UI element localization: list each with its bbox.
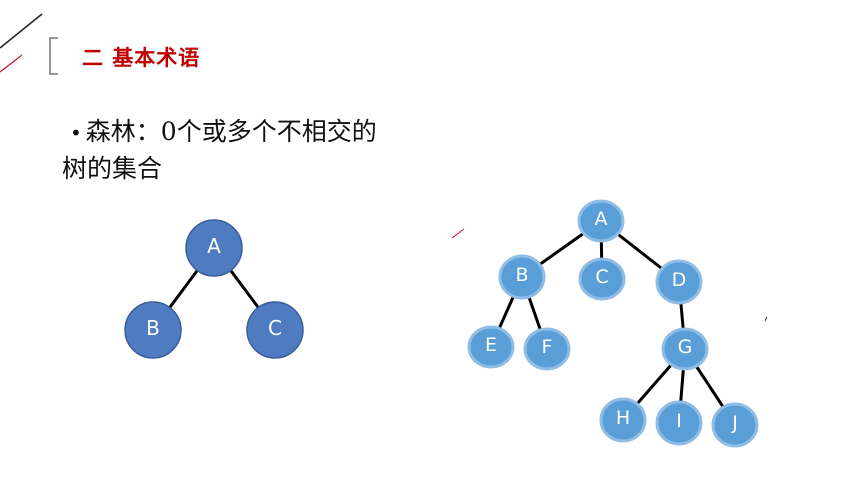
tree1-node-b: B	[124, 301, 182, 359]
tree2-node-j-label: J	[731, 412, 738, 434]
tree1-node-b-label: B	[146, 316, 160, 340]
tree2-node-c: C	[578, 257, 626, 301]
tree1-node-c-circle	[246, 301, 304, 359]
tree1-node-c: C	[246, 301, 304, 359]
tree1-node-a: A	[185, 219, 243, 277]
tree2-node-c-label: C	[595, 266, 608, 288]
tree2-node-f: F	[523, 327, 571, 371]
tree2-node-i-label: I	[676, 410, 682, 432]
tree2-node-g-circle	[661, 327, 709, 371]
bullet-point: •森林：0个或多个不相交的树的集合	[62, 114, 382, 186]
tree2-node-h-circle	[599, 397, 647, 443]
tree2-node-b-label: B	[515, 264, 528, 286]
tree2-node-c-circle	[578, 257, 626, 301]
tree2-node-f-circle	[523, 327, 571, 371]
tree2-node-d-label: D	[672, 269, 687, 291]
tree2-node-e: E	[467, 325, 515, 369]
tree2-node-a: A	[577, 199, 625, 243]
tree2-node-d-circle	[655, 259, 703, 305]
tree2-node-j: J	[711, 402, 759, 448]
red-accent-mark	[451, 228, 465, 239]
tree2-node-h-label: H	[616, 407, 630, 429]
tree2-node-a-label: A	[595, 208, 608, 230]
bullet-text: 森林：0个或多个不相交的树的集合	[62, 117, 377, 183]
tree2-node-e-circle	[467, 325, 515, 369]
tree2: A B C D E F G H I J	[467, 199, 759, 448]
tree2-node-d: D	[655, 259, 703, 305]
tree2-node-i: I	[655, 400, 703, 446]
dark-tick-mark	[764, 316, 768, 322]
tree2-node-f-label: F	[542, 336, 553, 358]
tree2-node-b: B	[498, 254, 546, 300]
tree1-node-b-circle	[124, 301, 182, 359]
tree2-node-h: H	[599, 397, 647, 443]
corner-slash-red	[0, 54, 23, 73]
section-title: 二 基本术语	[82, 46, 201, 70]
tree2-node-b-circle	[498, 254, 546, 300]
bullet-dot-icon: •	[70, 121, 82, 145]
title-bracket	[49, 37, 58, 75]
tree2-node-g: G	[661, 327, 709, 371]
tree1-node-a-label: A	[207, 234, 221, 258]
tree2-node-j-circle	[711, 402, 759, 448]
tree2-node-a-circle	[577, 199, 625, 243]
tree1-node-c-label: C	[268, 316, 282, 340]
corner-slash-black	[0, 13, 43, 49]
tree2-node-e-label: E	[485, 334, 497, 356]
tree2-node-g-label: G	[678, 336, 693, 358]
tree1: A B C	[124, 219, 304, 359]
tree2-node-i-circle	[655, 400, 703, 446]
tree1-node-a-circle	[185, 219, 243, 277]
